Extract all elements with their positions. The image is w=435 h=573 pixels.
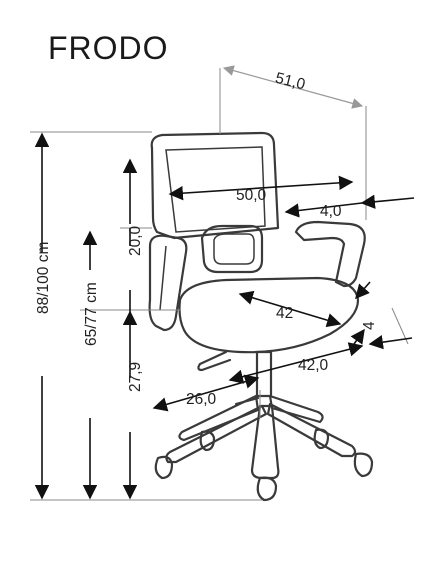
casters	[154, 428, 374, 502]
right-armrest	[294, 220, 366, 288]
backrest	[150, 131, 280, 240]
label-seat-width: 50,0	[236, 187, 267, 204]
seat	[178, 276, 360, 354]
left-armrest	[148, 234, 188, 332]
label-total-depth: 51,0	[274, 70, 308, 94]
label-seat-depth: 42	[276, 305, 293, 322]
label-backrest-height: 20,0	[127, 225, 144, 256]
label-base-radius: 26,0	[186, 391, 217, 408]
label-total-height-range: 88/100 cm	[35, 242, 52, 314]
gas-cylinder	[255, 350, 273, 398]
label-armrest-thickness: 4	[361, 321, 378, 330]
label-floor-to-seat: 27,9	[127, 362, 144, 392]
gas-lever	[197, 350, 232, 372]
dimension-labels: 51,0 50,0 4,0 42 4 42,0 26,0 20,0 27,9 6…	[35, 70, 378, 408]
star-base	[165, 394, 357, 480]
label-seat-height-range: 65/77 cm	[83, 282, 100, 346]
label-armrest-gap: 4,0	[320, 203, 342, 220]
dimension-lines	[34, 65, 415, 500]
label-seat-frame-width: 42,0	[298, 357, 329, 374]
product-title: FRODO	[48, 30, 169, 66]
lumbar-pad	[200, 224, 264, 274]
